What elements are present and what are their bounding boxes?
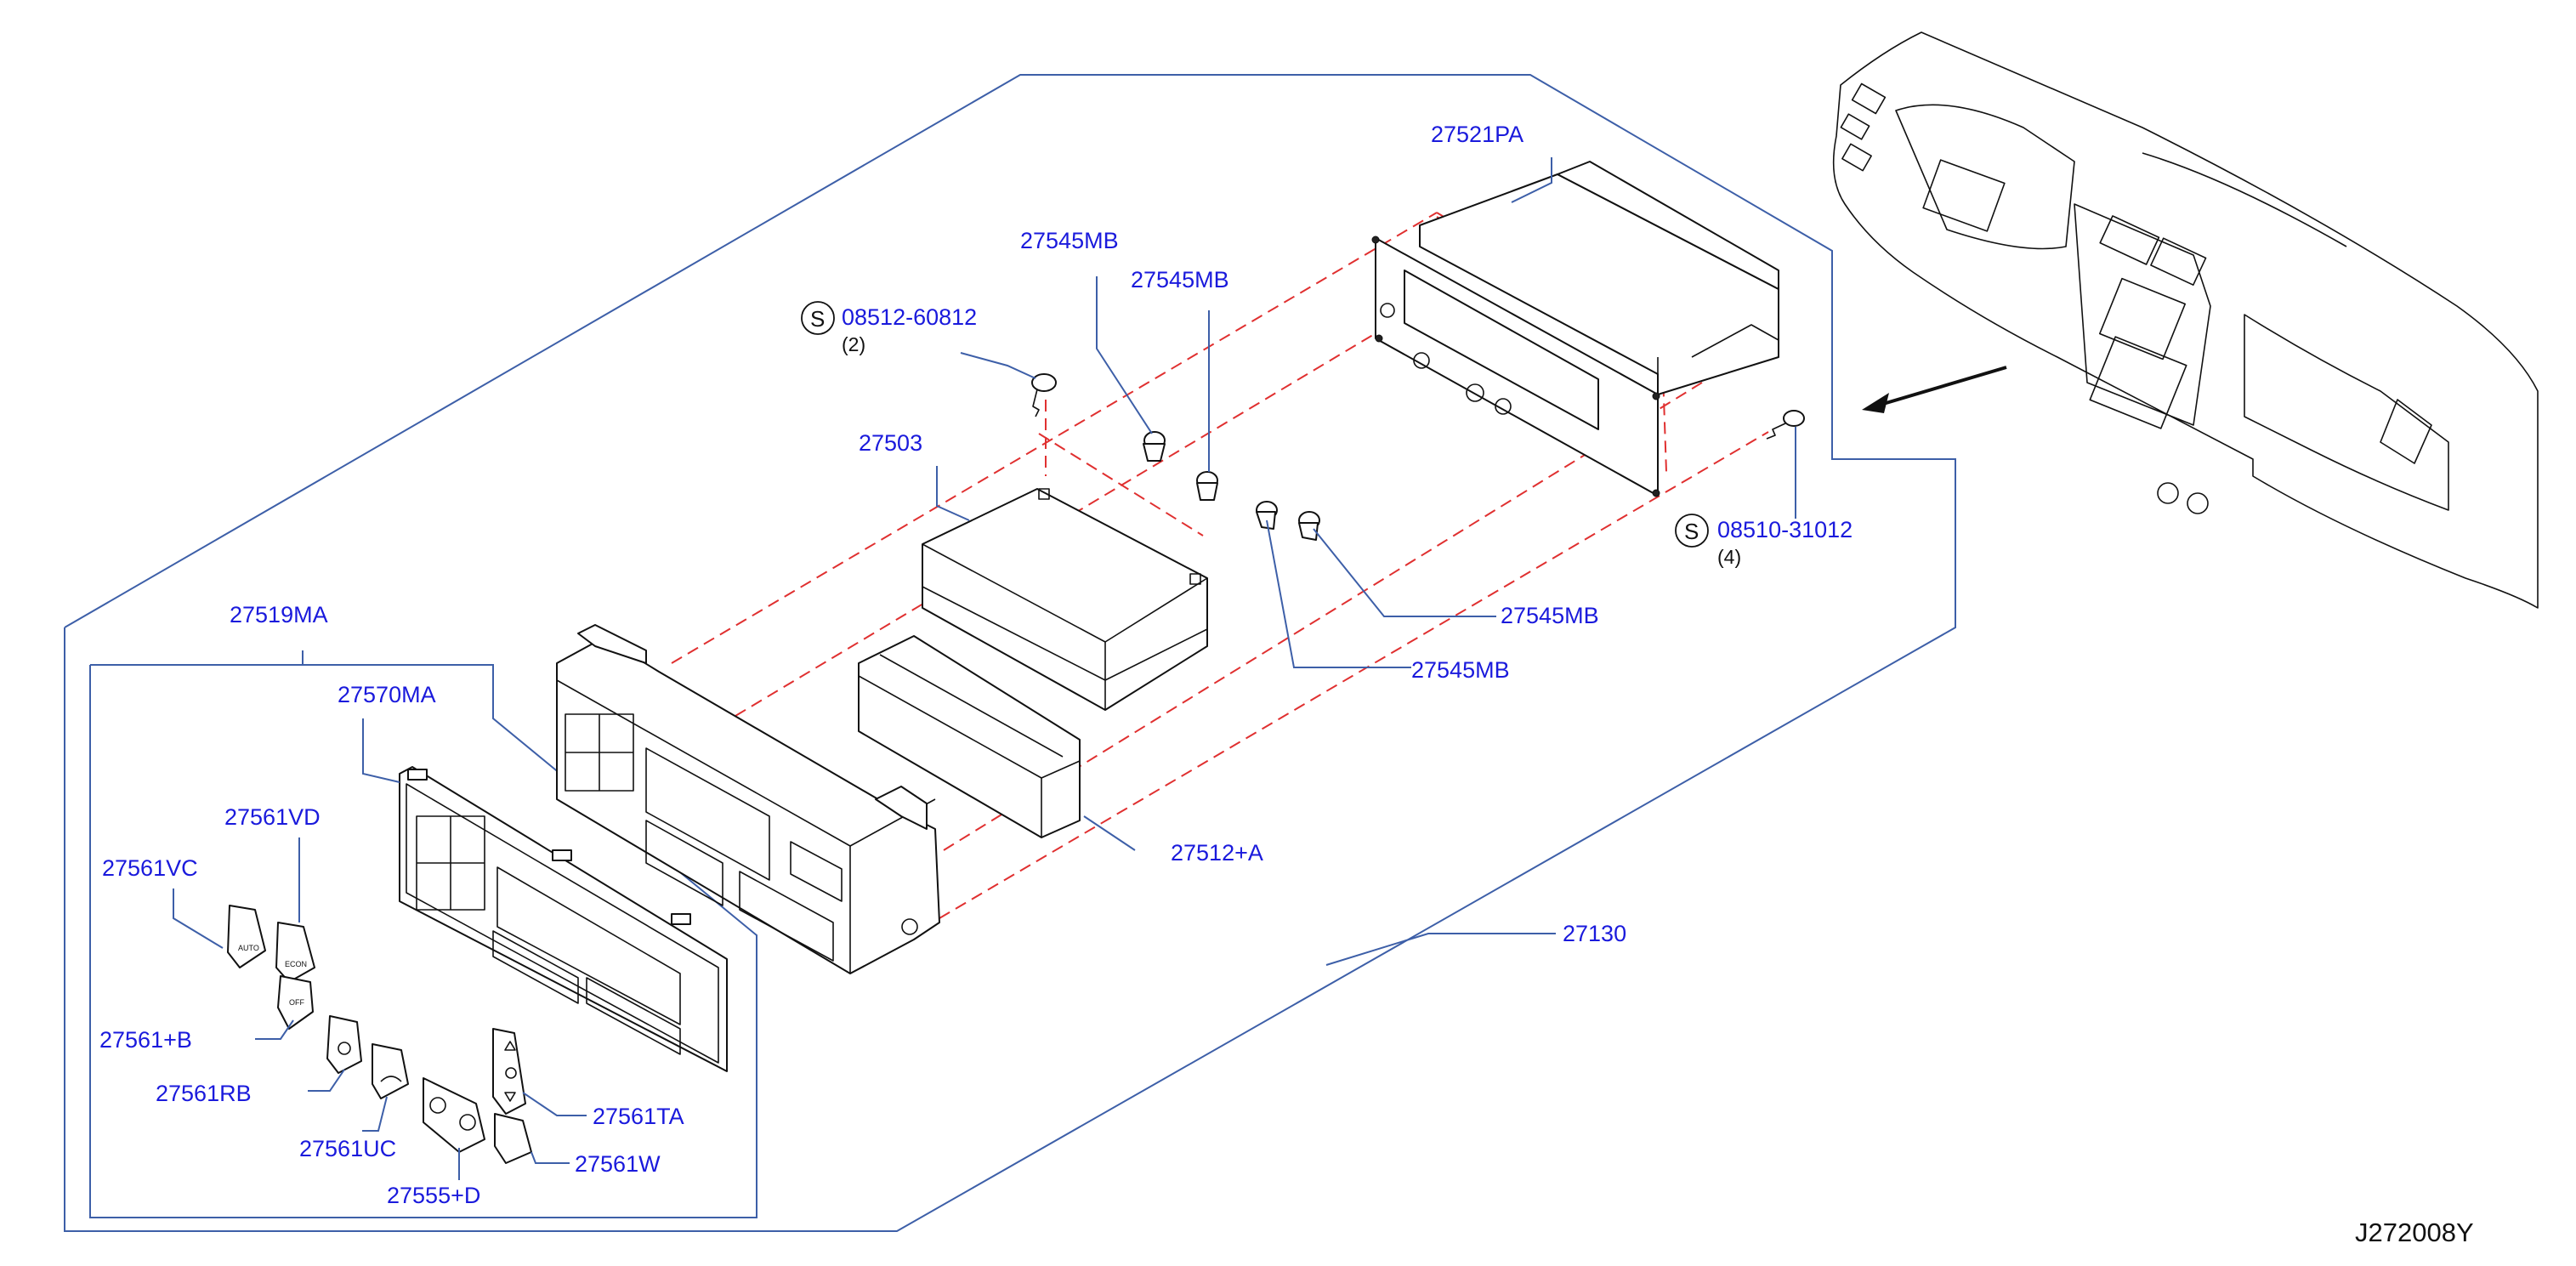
auto-button-label: AUTO [238,944,259,952]
callout-08510-31012: 08510-31012 [1717,517,1853,542]
leader-lines [173,157,1796,1180]
mode-button [494,1113,532,1164]
econ-button: ECON [275,922,315,983]
callout-27503: 27503 [859,430,922,456]
screw-08510 [1766,410,1805,440]
push-buttons: AUTO ECON OFF [227,905,532,1164]
screw-badge-1-letter: S [810,306,825,332]
rear-defrost-button [326,1015,362,1074]
callout-27561RB: 27561RB [156,1081,252,1106]
screw-badge-1 [801,301,835,335]
callout-27545MB-lower: 27545MB [1411,657,1510,683]
temp-rocker-button [492,1028,526,1115]
callout-27555D: 27555+D [387,1183,480,1208]
clip-27545MB-1 [1143,431,1166,462]
callout-27545MB-right: 27545MB [1501,603,1599,628]
screw-badge-2 [1675,514,1709,548]
fan-button [423,1077,485,1153]
callout-08510-qty: (4) [1717,546,1741,568]
callout-27561VC: 27561VC [102,855,198,881]
clip-27545MB-3 [1256,501,1278,530]
dashboard-locator [1832,31,2539,609]
econ-button-label: ECON [285,960,307,968]
diagram-code: J272008Y [2355,1218,2474,1247]
callout-27521PA: 27521PA [1431,122,1523,147]
off-button: OFF [277,975,314,1030]
callout-27545MB-mid: 27545MB [1131,267,1229,292]
callout-27512A: 27512+A [1171,840,1263,866]
heater-control-body-27130 [556,624,940,974]
callout-27519MA: 27519MA [230,602,328,627]
callout-27561W: 27561W [575,1151,661,1177]
callout-08512-60812: 08512-60812 [842,304,977,330]
clip-27545MB-4 [1298,511,1320,541]
callout-27561B: 27561+B [99,1027,192,1053]
front-bezel-27570MA [399,766,728,1072]
screw-08512 [1031,373,1057,417]
housing-bracket-27521PA [1371,161,1779,497]
fasteners [1031,373,1805,541]
off-button-label: OFF [289,998,304,1007]
front-defrost-button [372,1043,409,1099]
subassembly-boundary [89,664,757,1218]
callout-27561TA: 27561TA [593,1104,684,1129]
callout-08512-qty: (2) [842,333,865,355]
control-unit-27503 [922,488,1208,711]
callout-27570MA: 27570MA [338,682,436,707]
screw-badge-2-letter: S [1684,519,1699,544]
callout-27561UC: 27561UC [299,1136,396,1161]
display-unit-27512A [858,635,1081,838]
callout-27545MB-top: 27545MB [1020,228,1119,253]
auto-button: AUTO [227,905,266,968]
callout-labels: 27521PA 27545MB 27545MB S 08512-60812 (2… [99,122,2474,1247]
callout-27561VD: 27561VD [224,804,321,830]
callout-27130: 27130 [1563,921,1626,946]
clip-27545MB-2 [1196,471,1218,501]
assembly-boundary [64,74,1956,1232]
